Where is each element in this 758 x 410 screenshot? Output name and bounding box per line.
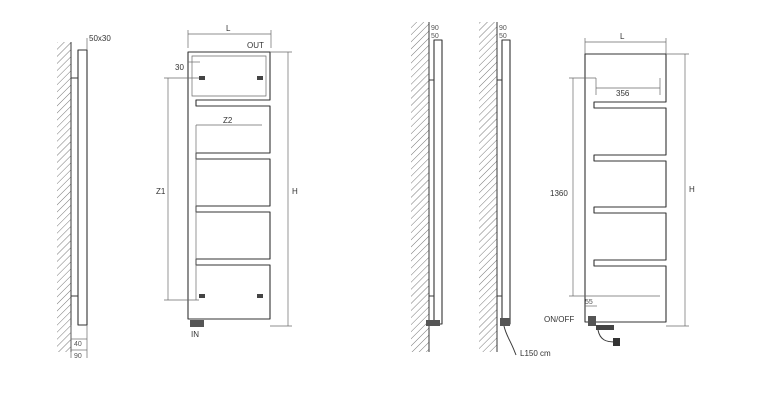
depth-bottom-label: 40 <box>74 341 82 348</box>
inner-width-label: 356 <box>616 89 630 98</box>
width-label: L <box>620 32 625 41</box>
depth-total-label: 90 <box>74 353 82 360</box>
cable-length-label: L150 cm <box>520 349 551 358</box>
wall-hatch <box>57 42 71 352</box>
width-label: L <box>226 24 231 33</box>
right-front-view: L 356 1360 H 55 ON/OFF <box>544 32 695 346</box>
plug <box>613 338 620 346</box>
element-box <box>500 318 510 326</box>
depth-top-label: 90 <box>499 25 507 32</box>
depth-top-label: 90 <box>431 25 439 32</box>
heating-element <box>596 325 614 330</box>
switch-label: ON/OFF <box>544 315 574 324</box>
power-cable <box>597 329 616 343</box>
valve-bottom-left <box>199 294 205 298</box>
wall-hatch <box>479 22 497 352</box>
inner-height-label: 1360 <box>550 189 568 198</box>
outlet-label: OUT <box>247 41 264 50</box>
pipe-size-label: 50x30 <box>89 34 111 43</box>
depth-inner-label: 50 <box>431 33 439 40</box>
radiator-profile <box>501 39 511 325</box>
height-label: H <box>292 187 298 196</box>
right-side-view-b: 90 50 L150 cm <box>479 22 551 358</box>
radiator-inner <box>191 55 267 97</box>
inlet-valve <box>190 320 204 327</box>
depth-inner-label: 50 <box>499 33 507 40</box>
center-width-label: Z2 <box>223 116 233 125</box>
radiator-outline <box>584 53 667 323</box>
left-front-view: L OUT 30 Z2 Z1 H IN <box>156 24 298 339</box>
center-height-label: Z1 <box>156 187 166 196</box>
radiator-profile <box>77 49 88 326</box>
left-side-view: 50x30 40 90 <box>57 34 111 360</box>
right-side-view-a: 90 50 <box>411 22 443 352</box>
valve-bottom-right <box>257 294 263 298</box>
valve-top-right <box>257 76 263 80</box>
switch-offset-label: 55 <box>585 299 593 306</box>
radiator-outline <box>187 51 271 320</box>
wall-hatch <box>411 22 429 352</box>
height-label: H <box>689 185 695 194</box>
top-offset-label: 30 <box>175 63 184 72</box>
inlet-label: IN <box>191 330 199 339</box>
radiator-profile <box>433 39 443 325</box>
valve-top-left <box>199 76 205 80</box>
valve-bottom <box>426 320 440 326</box>
power-cable <box>503 325 517 356</box>
on-off-switch <box>588 316 596 326</box>
